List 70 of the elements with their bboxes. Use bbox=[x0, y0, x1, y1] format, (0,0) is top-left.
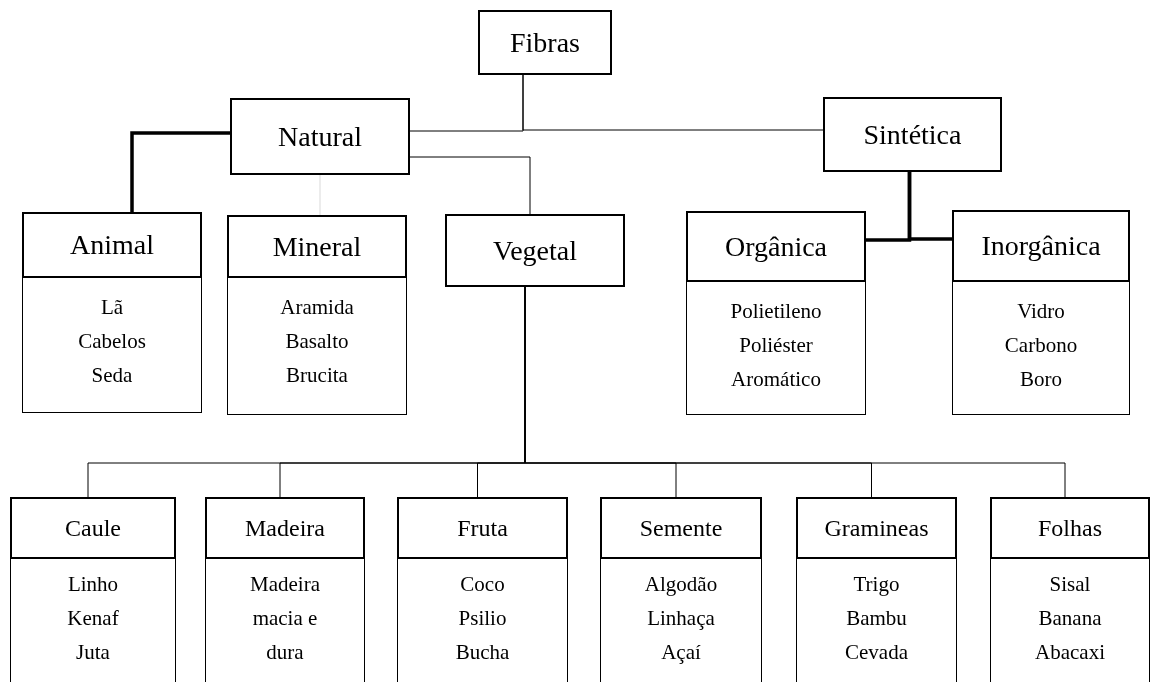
list-item: Cevada bbox=[845, 639, 908, 666]
category-box bbox=[397, 497, 568, 559]
list-item: Aramida bbox=[280, 294, 354, 321]
list-item: Seda bbox=[91, 362, 133, 389]
category-box bbox=[600, 497, 762, 559]
category-box bbox=[796, 497, 957, 559]
list-item: Polietileno bbox=[730, 298, 822, 325]
category-box bbox=[686, 211, 866, 282]
category-label: Natural bbox=[278, 119, 362, 154]
list-box bbox=[600, 559, 762, 682]
category-label: Orgânica bbox=[724, 229, 828, 264]
connector-line bbox=[522, 74, 824, 131]
category-box bbox=[952, 210, 1130, 282]
list-item: Psilio bbox=[458, 605, 507, 632]
list-item: Brucita bbox=[286, 362, 348, 389]
category-label: Semente bbox=[639, 514, 723, 543]
category-label: Vegetal bbox=[493, 233, 577, 268]
list-item: Linho bbox=[67, 571, 119, 598]
list-item: Coco bbox=[460, 571, 505, 598]
list-box bbox=[205, 559, 365, 682]
list-item: Kenaf bbox=[67, 605, 119, 632]
category-label: Mineral bbox=[272, 229, 362, 264]
list-box bbox=[397, 559, 568, 682]
connector-line bbox=[409, 156, 531, 215]
category-box bbox=[478, 10, 612, 75]
category-label: Folhas bbox=[1038, 514, 1102, 543]
list-item: Bambu bbox=[846, 605, 907, 632]
list-item: Algodão bbox=[644, 571, 718, 598]
list-item: Sisal bbox=[1049, 571, 1091, 598]
category-label: Fruta bbox=[457, 514, 508, 543]
list-item: Basalto bbox=[285, 328, 349, 355]
list-item: Carbono bbox=[1004, 332, 1078, 359]
list-item: Abacaxi bbox=[1035, 639, 1105, 666]
list-item: Bucha bbox=[455, 639, 510, 666]
category-box bbox=[445, 214, 625, 287]
category-box bbox=[22, 212, 202, 278]
category-box bbox=[823, 97, 1002, 172]
list-box bbox=[686, 282, 866, 415]
list-item: Açaí bbox=[661, 639, 701, 666]
list-box bbox=[10, 559, 176, 682]
category-label: Madeira bbox=[245, 514, 325, 543]
list-box bbox=[952, 282, 1130, 415]
connector-line bbox=[130, 131, 230, 212]
list-item: Boro bbox=[1020, 366, 1062, 393]
list-item: Trigo bbox=[853, 571, 900, 598]
list-item: Juta bbox=[76, 639, 110, 666]
category-label: Sintética bbox=[863, 117, 962, 152]
list-item: Banana bbox=[1038, 605, 1102, 632]
list-box bbox=[990, 559, 1150, 682]
category-label: Fibras bbox=[510, 25, 580, 60]
list-item: Aromático bbox=[731, 366, 821, 393]
category-label: Caule bbox=[65, 514, 121, 543]
category-label: Gramineas bbox=[824, 514, 929, 543]
list-item: Vidro bbox=[1017, 298, 1065, 325]
list-item: Lã bbox=[100, 294, 124, 321]
category-box bbox=[227, 215, 407, 278]
category-box bbox=[990, 497, 1150, 559]
list-box bbox=[227, 278, 407, 415]
category-box bbox=[205, 497, 365, 559]
list-box bbox=[22, 278, 202, 413]
list-item: Linhaça bbox=[647, 605, 715, 632]
list-box bbox=[796, 559, 957, 682]
list-item: Cabelos bbox=[78, 328, 146, 355]
category-box bbox=[10, 497, 176, 559]
list-item: Madeira macia e dura bbox=[249, 571, 321, 666]
list-item: Poliéster bbox=[739, 332, 813, 359]
category-label: Inorgânica bbox=[981, 229, 1101, 263]
category-box bbox=[230, 98, 410, 175]
connector-line bbox=[907, 172, 952, 241]
category-label: Animal bbox=[70, 228, 154, 262]
